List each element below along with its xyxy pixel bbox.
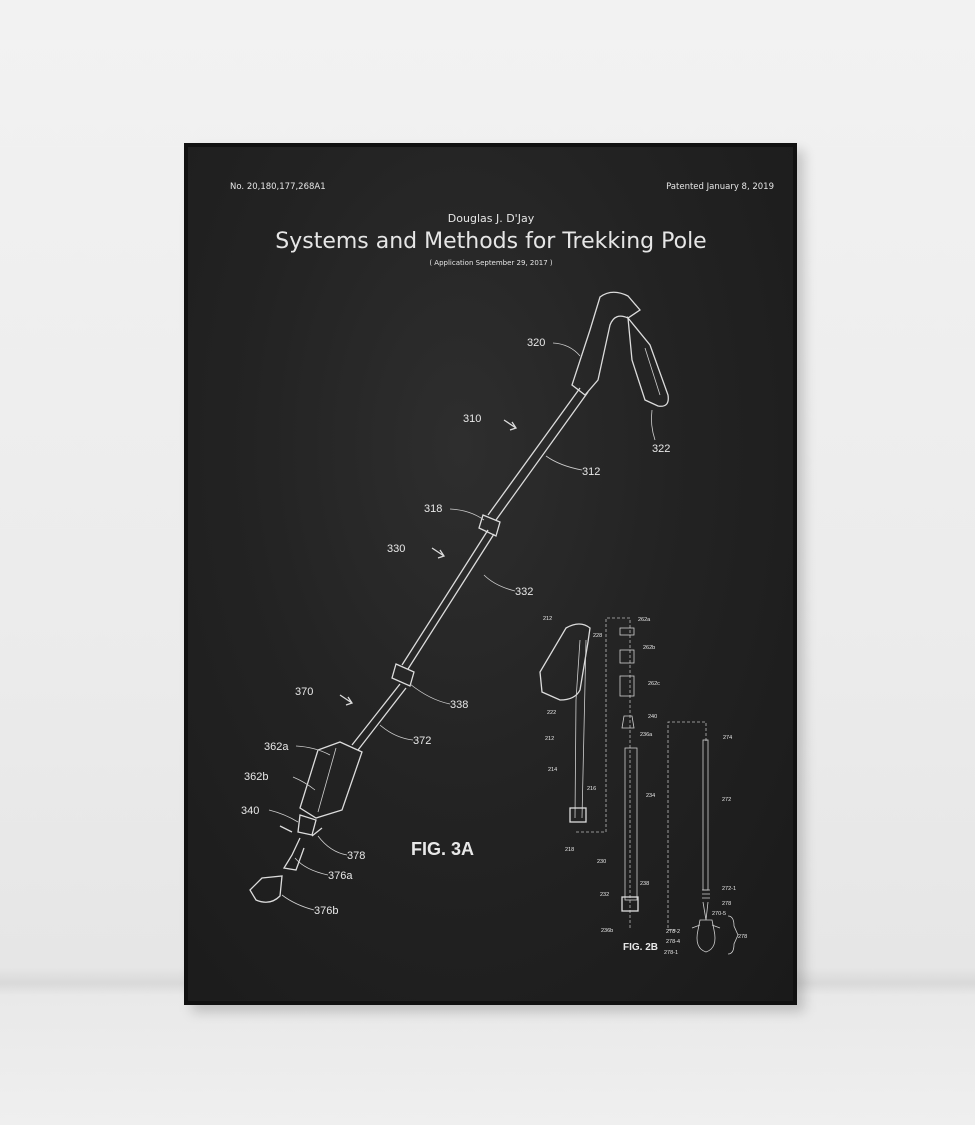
label-278: 278 [722, 901, 731, 907]
label-338: 338 [450, 699, 468, 711]
label-278-1: 278-1 [664, 950, 678, 956]
label-236a: 236a [640, 732, 653, 738]
label-278-2: 278-2 [666, 929, 680, 935]
label-212: 212 [543, 616, 552, 622]
fig-3a-caption: FIG. 3A [411, 839, 474, 859]
label-234: 234 [646, 793, 655, 799]
label-274: 274 [723, 735, 732, 741]
label-330: 330 [387, 543, 405, 555]
label-370: 370 [295, 686, 313, 698]
label-310: 310 [463, 413, 481, 425]
label-270-5: 270-5 [712, 911, 726, 917]
label-372: 372 [413, 735, 431, 747]
label-272: 272 [722, 797, 731, 803]
label-322: 322 [652, 443, 670, 455]
label-332: 332 [515, 586, 533, 598]
label-376b: 376b [314, 905, 338, 917]
label-228: 228 [593, 633, 602, 639]
label-216: 216 [587, 786, 596, 792]
trekking-pole-drawing [249, 291, 669, 903]
label-378: 378 [347, 850, 365, 862]
label-312: 312 [582, 466, 600, 478]
fig-3a-leaders [268, 342, 656, 911]
patent-number: No. 20,180,177,268A1 [230, 182, 326, 192]
label-278-brace: 278 [738, 934, 747, 940]
label-362a: 362a [264, 741, 289, 753]
label-272-1: 272-1 [722, 886, 736, 892]
fig-2b-caption: FIG. 2B [623, 942, 658, 953]
label-212b: 212 [545, 736, 554, 742]
patented-date: Patented January 8, 2019 [666, 182, 774, 192]
label-232: 232 [600, 892, 609, 898]
fig-2b-labels: 212 228 262a 262b 262c 222 240 236a 274 … [543, 616, 747, 956]
label-222: 222 [547, 710, 556, 716]
label-262a: 262a [638, 617, 651, 623]
poster-frame [184, 143, 797, 1005]
label-214: 214 [548, 767, 557, 773]
poster-title: Systems and Methods for Trekking Pole [275, 229, 707, 254]
label-236b: 236b [601, 928, 613, 934]
label-362b: 362b [244, 771, 268, 783]
label-278-4: 278-4 [666, 939, 680, 945]
chalkboard-poster [188, 147, 793, 1001]
label-318: 318 [424, 503, 442, 515]
label-262b: 262b [643, 645, 655, 651]
label-218: 218 [565, 847, 574, 853]
label-376a: 376a [328, 870, 353, 882]
application-date: ( Application September 29, 2017 ) [429, 259, 553, 267]
fig-2b-drawing [539, 617, 739, 955]
label-230: 230 [597, 859, 606, 865]
label-320: 320 [527, 337, 545, 349]
label-240: 240 [648, 714, 657, 720]
label-262c: 262c [648, 681, 660, 687]
inventor-name: Douglas J. D'Jay [447, 212, 535, 225]
fig-3a-labels: 320 310 322 312 318 330 332 370 338 372 … [241, 337, 670, 917]
label-340: 340 [241, 805, 259, 817]
label-238: 238 [640, 881, 649, 887]
